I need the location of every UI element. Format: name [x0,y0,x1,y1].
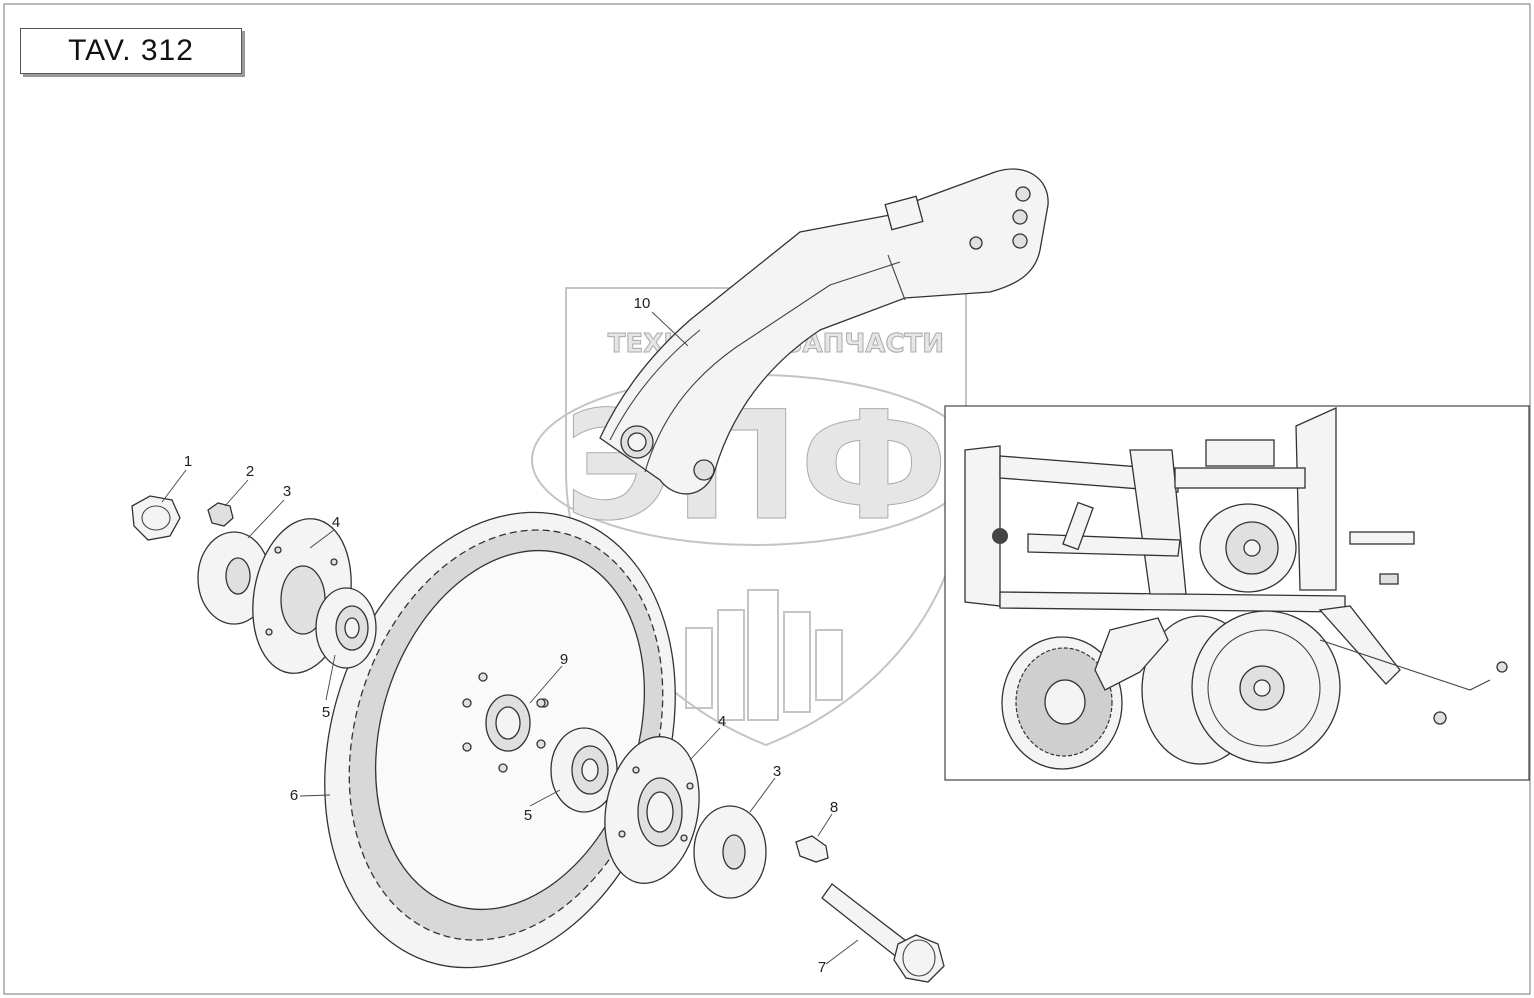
callout-4-top: 4 [332,514,340,531]
part-7-bolt [821,883,945,983]
watermark-building-icon [747,589,779,721]
leader-lines [161,311,859,965]
part-6-toothed-wheel [324,511,676,969]
part-8-bolt-small [795,835,829,863]
callout-9: 9 [560,651,568,668]
part-5-bearing-left [315,587,377,669]
callout-8: 8 [830,799,838,816]
callout-6: 6 [290,787,298,804]
callout-3-top: 3 [283,483,291,500]
part-5-bearing-right [550,727,618,813]
callout-7: 7 [818,959,826,976]
callout-5-right: 5 [524,807,532,824]
part-2-small-nut [207,502,234,527]
callout-4-right: 4 [718,713,726,730]
sheet-title: TAV. 312 [20,28,242,74]
watermark-building-icon [783,611,811,713]
callout-3-right: 3 [773,763,781,780]
callout-labels: 1 2 3 4 5 6 9 5 4 3 8 7 10 [184,295,838,976]
part-9-spacer [536,698,546,708]
callout-5-left: 5 [322,704,330,721]
callout-1: 1 [184,453,192,470]
watermark-building-icon [717,609,745,721]
part-1-nut [131,495,181,541]
sheet-border [3,3,1531,995]
assembly-inset [944,405,1530,781]
callout-10: 10 [634,295,651,312]
part-3-washer-right [693,805,767,899]
watermark-building-icon [815,629,843,701]
callout-2: 2 [246,463,254,480]
part-3-washer-left [197,531,271,625]
part-4-flange-right [604,736,700,884]
watermark-building-icon [685,627,713,709]
